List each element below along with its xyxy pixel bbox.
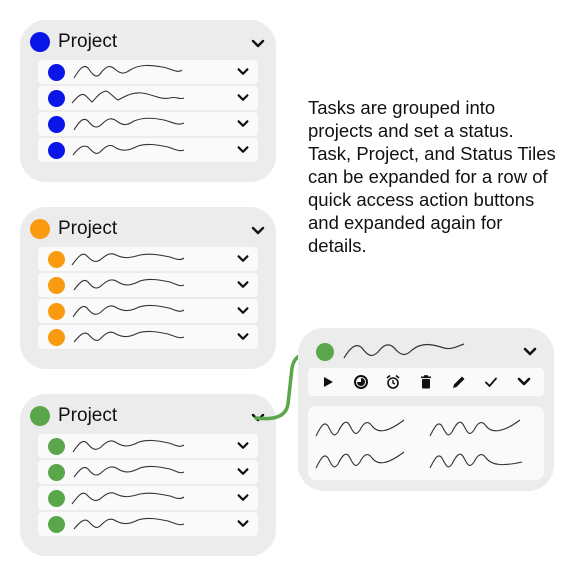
status-dot-blue [48,142,65,159]
task-title-scribble [73,517,185,530]
task-list [38,247,258,351]
chevron-down-icon[interactable] [250,36,266,52]
chevron-down-icon[interactable] [236,465,250,479]
status-progress-icon [353,375,368,389]
details-scribble [315,419,523,469]
project-title: Project [58,218,118,239]
chevron-down-icon[interactable] [250,223,266,239]
task-title-scribble [72,304,185,318]
project-card-orange: Project [20,207,276,369]
checkmark-icon [485,377,497,387]
status-dot-orange [30,219,50,239]
task-row[interactable] [38,247,258,271]
status-button[interactable] [352,373,370,391]
chevron-down-icon[interactable] [236,252,250,266]
quick-action-bar [308,368,544,396]
status-dot-orange [48,277,65,294]
task-row[interactable] [38,325,258,349]
task-row[interactable] [38,299,258,323]
explanation-text: Tasks are grouped into projects and set … [308,97,556,256]
chevron-down-icon[interactable] [236,517,250,531]
project-header[interactable]: Project [30,404,266,434]
chevron-down-icon[interactable] [236,439,250,453]
alarm-clock-icon [386,374,400,389]
task-title-scribble [73,330,185,343]
status-dot-blue [30,32,50,52]
task-row[interactable] [38,460,258,484]
status-dot-green [316,343,334,361]
chevron-down-icon [517,377,530,386]
status-dot-orange [48,303,65,320]
task-title-scribble [73,117,185,131]
project-card-blue: Project [20,20,276,182]
task-list [38,434,258,538]
status-dot-green [48,516,65,533]
chevron-down-icon[interactable] [236,278,250,292]
status-dot-orange [48,251,65,268]
status-dot-blue [48,64,65,81]
task-row[interactable] [38,60,258,84]
trash-icon [420,375,431,389]
task-title-scribble [71,492,185,505]
chevron-down-icon[interactable] [250,410,266,426]
chevron-down-icon[interactable] [236,65,250,79]
expand-button[interactable] [515,373,533,391]
task-row[interactable] [38,112,258,136]
project-header[interactable]: Project [30,30,266,60]
complete-button[interactable] [482,373,500,391]
task-details-panel [308,406,544,480]
status-dot-green [48,464,65,481]
task-row[interactable] [38,434,258,458]
chevron-down-icon[interactable] [522,344,538,360]
task-title-scribble [71,253,185,266]
delete-button[interactable] [417,373,435,391]
play-icon [324,377,334,387]
task-row[interactable] [38,273,258,297]
play-button[interactable] [319,373,337,391]
status-dot-green [48,438,65,455]
chevron-down-icon[interactable] [236,117,250,131]
chevron-down-icon[interactable] [236,91,250,105]
project-title: Project [58,405,118,426]
chevron-down-icon[interactable] [236,304,250,318]
task-title-scribble [72,143,185,156]
project-header[interactable]: Project [30,217,266,247]
project-card-green: Project [20,394,276,556]
chevron-down-icon[interactable] [236,491,250,505]
task-title-scribble [71,90,185,104]
status-dot-blue [48,116,65,133]
task-title-scribble [72,439,185,453]
status-dot-blue [48,90,65,107]
task-row[interactable] [38,512,258,536]
task-title-scribble [343,343,465,359]
status-dot-orange [48,329,65,346]
task-list [38,60,258,164]
task-title-scribble [73,278,185,291]
status-dot-green [30,406,50,426]
chevron-down-icon[interactable] [236,330,250,344]
expanded-task-tile [298,328,554,491]
edit-button[interactable] [450,373,468,391]
task-row[interactable] [38,138,258,162]
chevron-down-icon[interactable] [236,143,250,157]
project-title: Project [58,31,118,52]
task-row[interactable] [38,486,258,510]
task-title-scribble [73,465,185,478]
alarm-button[interactable] [384,373,402,391]
task-row[interactable] [38,86,258,110]
pencil-icon [452,376,465,388]
task-title-scribble [73,64,183,79]
status-dot-green [48,490,65,507]
